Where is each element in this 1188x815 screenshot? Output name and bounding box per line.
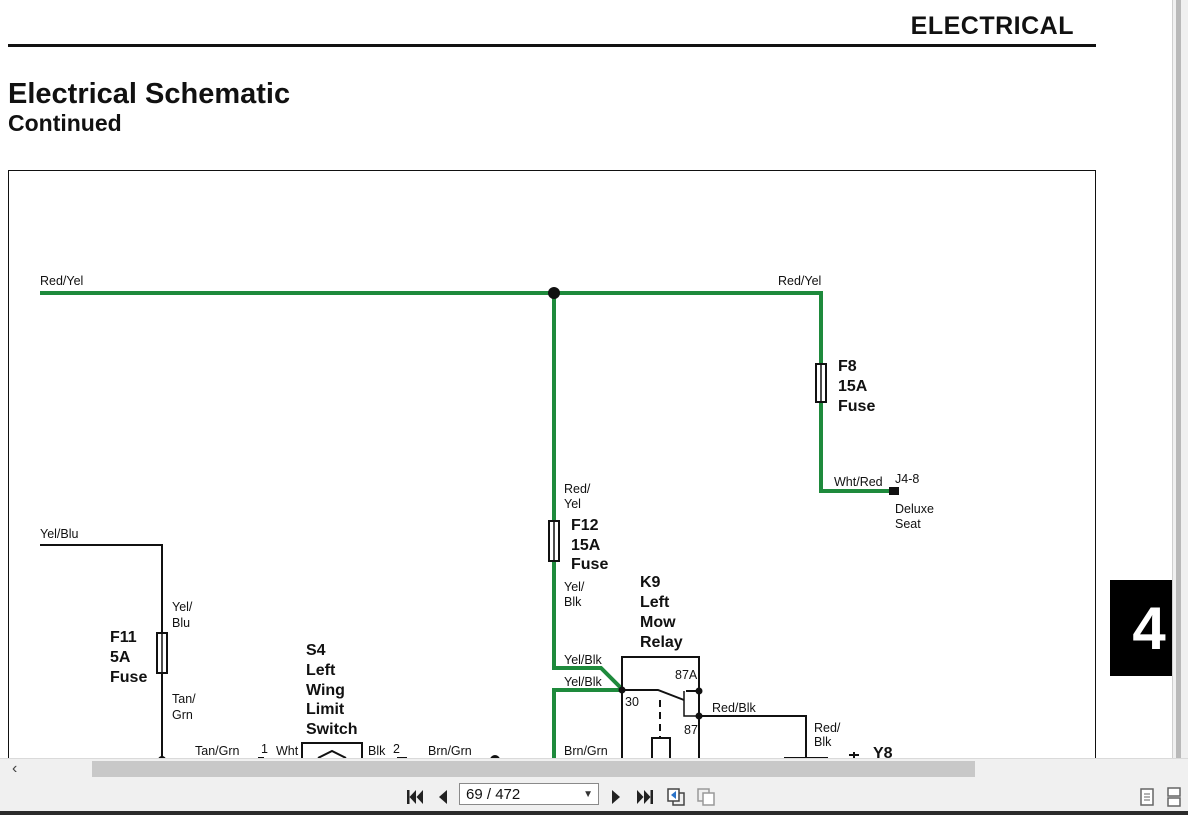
wire-red-blk	[699, 715, 807, 758]
vertical-scrollbar[interactable]	[1172, 0, 1188, 758]
wire-label: Red/Yel	[40, 274, 83, 288]
dropdown-arrow-icon[interactable]: ▼	[583, 789, 593, 800]
wire-f8-to-j4	[819, 402, 889, 493]
component-label: F12	[571, 517, 599, 534]
pin-label: 30	[625, 695, 639, 709]
solenoid-y8-symbol	[784, 752, 859, 758]
component-label: 5A	[110, 649, 131, 666]
header-rule	[8, 44, 1096, 47]
wire-label: Yel/Blk	[564, 675, 603, 689]
horizontal-scrollbar[interactable]: ‹	[0, 758, 1188, 781]
wire-label: Brn/Grn	[564, 744, 608, 758]
pin-label: 87A	[675, 668, 698, 682]
wire-red-yel-main	[40, 291, 823, 364]
connector-label: J4-8	[895, 472, 919, 486]
current-page: 69	[466, 786, 483, 803]
component-label: Wing	[306, 682, 345, 699]
pin-label: 2	[393, 742, 400, 756]
wire-label: Brn/Grn	[428, 744, 472, 758]
component-label: Mow	[640, 614, 676, 631]
scroll-left-icon[interactable]: ‹	[12, 760, 18, 777]
component-label: Fuse	[110, 669, 147, 686]
continuous-view-icon[interactable]	[1163, 786, 1185, 808]
wire-brn-grn	[552, 688, 622, 758]
component-label: Fuse	[838, 398, 875, 415]
component-label: F8	[838, 358, 857, 375]
wire-label: Yel/Blk	[564, 653, 603, 667]
wire-label: Grn	[172, 708, 193, 722]
component-label: Limit	[306, 701, 345, 718]
page-title: Electrical Schematic	[8, 78, 291, 110]
first-page-icon[interactable]	[404, 786, 426, 808]
previous-view-icon[interactable]	[665, 786, 687, 808]
wire-label: Blk	[564, 595, 582, 609]
wire-label: Yel/	[172, 600, 193, 614]
wire-label: Red/	[814, 721, 841, 735]
component-label: Relay	[640, 634, 683, 651]
component-label: Left	[640, 594, 670, 611]
wire-label: Yel/	[564, 580, 585, 594]
wire-label: Red/Yel	[778, 274, 821, 288]
next-view-icon[interactable]	[695, 786, 717, 808]
wire-label: Yel	[564, 497, 581, 511]
wire-label: Blu	[172, 616, 190, 630]
wire-label: Tan/	[172, 692, 196, 706]
pin-label: 87	[684, 723, 698, 737]
document-page: ELECTRICAL Electrical Schematic Continue…	[8, 12, 1096, 758]
component-label: 15A	[838, 378, 868, 395]
wire-label: Yel/Blu	[40, 527, 79, 541]
pin-label: 1	[261, 742, 268, 756]
junction-tan-grn	[158, 756, 166, 758]
switch-s4-symbol	[258, 742, 407, 758]
connector-j4	[889, 487, 899, 495]
wire-label: Blk	[368, 744, 386, 758]
wire-label: Red/	[564, 482, 591, 496]
next-page-icon[interactable]	[605, 786, 627, 808]
component-label: F11	[110, 629, 137, 646]
wire-f12-to-k9	[552, 561, 624, 691]
last-page-icon[interactable]	[634, 786, 656, 808]
wire-label: Wht/Red	[834, 475, 883, 489]
taskbar-edge	[0, 811, 1188, 815]
previous-page-icon[interactable]	[432, 786, 454, 808]
page-separator: /	[486, 786, 492, 803]
single-page-view-icon[interactable]	[1136, 786, 1158, 808]
horizontal-scroll-thumb[interactable]	[92, 761, 975, 777]
component-label: Switch	[306, 721, 358, 738]
wire-label: Red/Blk	[712, 701, 757, 715]
connector-label: Deluxe	[895, 502, 934, 516]
total-pages: 472	[495, 786, 521, 803]
component-label: Y8	[873, 745, 893, 758]
component-label: 15A	[571, 537, 601, 554]
component-label: Fuse	[571, 556, 608, 573]
page-subtitle: Continued	[8, 110, 122, 136]
junction-brn-grn	[490, 755, 500, 758]
junction-dot	[548, 287, 560, 299]
connector-label: Seat	[895, 517, 921, 531]
wire-label: Blk	[814, 735, 832, 749]
wire-yel-blu	[40, 544, 163, 633]
relay-k9-symbol	[621, 656, 700, 758]
section-header: ELECTRICAL	[910, 12, 1074, 40]
wire-label: Wht	[276, 744, 299, 758]
component-label: Left	[306, 662, 336, 679]
schematic-frame	[8, 170, 1096, 758]
component-label: S4	[306, 642, 326, 659]
wire-label: Tan/Grn	[195, 744, 240, 758]
vertical-scroll-thumb[interactable]	[1176, 0, 1181, 758]
electrical-schematic: Red/Yel Red/Yel Wht/Red Yel/Blu Yel/ Blu…	[40, 274, 934, 758]
component-label: K9	[640, 574, 661, 591]
page-number-field[interactable]: 69 / 472 ▼	[459, 783, 599, 805]
